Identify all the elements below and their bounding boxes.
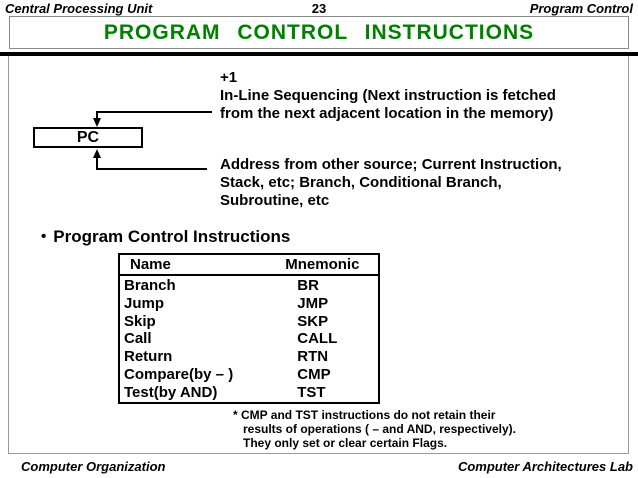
inline-sequencing-arrow <box>93 111 212 127</box>
table-row: Jump JMP <box>119 295 379 313</box>
inline-seq-line2: from the next adjacent location in the m… <box>220 105 554 122</box>
address-line3: Subroutine, etc <box>220 192 330 209</box>
table-row: Compare(by – ) CMP <box>119 366 379 384</box>
instruction-mnemonic: CALL <box>297 330 338 348</box>
instruction-table: Name Mnemonic Branch BR Jump JMP Skip SK… <box>118 253 380 404</box>
address-line2: Stack, etc; Branch, Conditional Branch, <box>220 174 502 191</box>
table-row: Return RTN <box>119 348 379 366</box>
section-bullet-label: Program Control Instructions <box>53 227 291 246</box>
instruction-name: Call <box>124 330 152 348</box>
instruction-name: Branch <box>124 277 176 294</box>
table-row: Test(by AND) TST <box>119 384 379 403</box>
footnote-line2: results of operations ( – and AND, respe… <box>243 421 516 436</box>
page-footer: Computer Organization Computer Architect… <box>0 459 638 475</box>
instruction-mnemonic: CMP <box>297 365 331 383</box>
title-box: PROGRAM CONTROL INSTRUCTIONS <box>9 16 629 49</box>
header-section-label: Program Control <box>529 1 633 16</box>
inline-sequencing-text: +1 In-Line Sequencing (Next instruction … <box>220 69 556 123</box>
instruction-name: Compare(by – ) <box>124 365 234 383</box>
inline-seq-line1: In-Line Sequencing (Next instruction is … <box>220 87 556 104</box>
header-course-label: Central Processing Unit <box>5 1 153 16</box>
instruction-name: Test(by AND) <box>124 383 218 401</box>
address-line1: Address from other source; Current Instr… <box>220 156 562 173</box>
instruction-name: Skip <box>124 312 156 330</box>
instruction-mnemonic: BR <box>297 277 319 294</box>
instruction-mnemonic: SKP <box>297 312 329 330</box>
footer-lab-label: Computer Architectures Lab <box>457 459 633 474</box>
pc-arrows-diagram <box>93 111 212 170</box>
table-row: Call CALL <box>119 330 379 348</box>
table-header-row: Name Mnemonic <box>119 254 379 276</box>
title-separator-rule <box>0 52 638 56</box>
address-source-text: Address from other source; Current Instr… <box>220 156 562 210</box>
page-title: PROGRAM CONTROL INSTRUCTIONS <box>103 20 535 44</box>
instruction-name: Jump <box>124 294 165 312</box>
plus-one-label: +1 <box>220 69 238 86</box>
bullet-icon: • <box>41 228 47 245</box>
table-row: Branch BR <box>119 275 379 295</box>
column-header-name: Name <box>119 254 286 276</box>
page-header: Central Processing Unit 23 Program Contr… <box>0 1 638 16</box>
instruction-mnemonic: JMP <box>297 294 329 312</box>
pc-register-box: PC <box>33 127 143 148</box>
content-frame: PC +1 In-Line Sequencing (Next instructi… <box>8 56 629 454</box>
footnote-line1: * CMP and TST instructions do not retain… <box>233 408 496 422</box>
footnote-line3: They only set or clear certain Flags. <box>243 435 448 450</box>
section-bullet-line: • Program Control Instructions <box>41 227 290 247</box>
page-number: 23 <box>311 1 327 16</box>
instruction-mnemonic: RTN <box>297 348 329 366</box>
column-header-mnemonic: Mnemonic <box>285 254 379 276</box>
pc-register-label: PC <box>76 128 100 146</box>
instruction-name: Return <box>124 348 173 366</box>
address-source-arrow <box>93 149 207 170</box>
table-row: Skip SKP <box>119 313 379 331</box>
instruction-mnemonic: TST <box>297 383 326 401</box>
table-footnote: * CMP and TST instructions do not retain… <box>233 408 516 450</box>
footer-course-label: Computer Organization <box>21 459 166 474</box>
